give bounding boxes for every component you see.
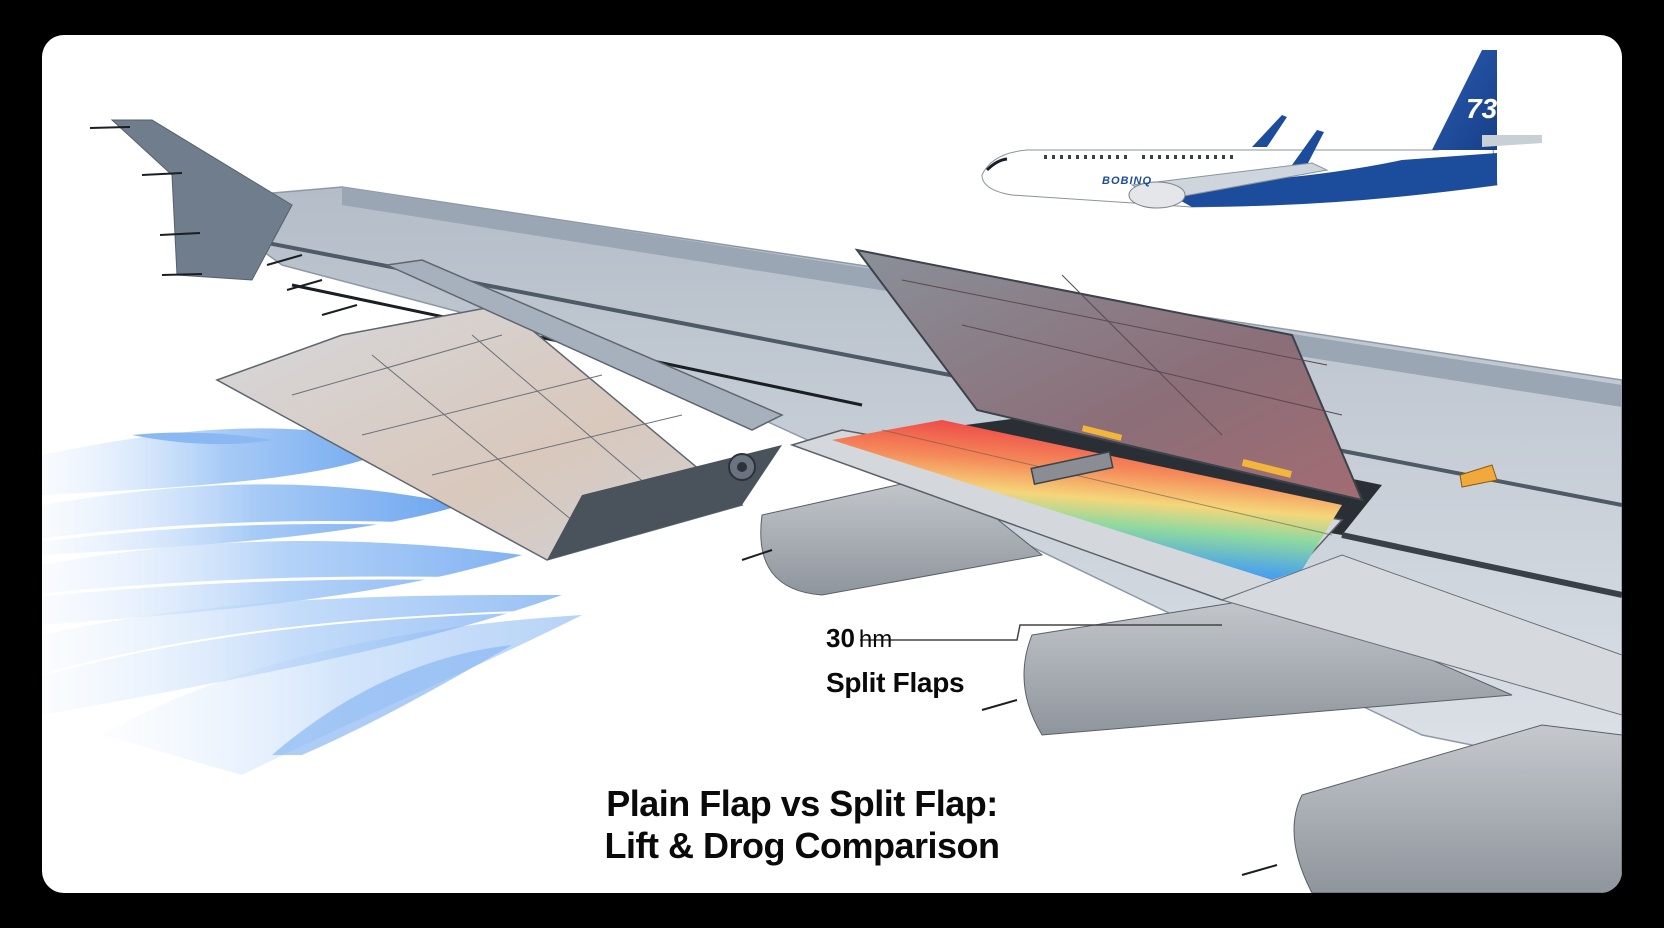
engine-nacelle-2 bbox=[1023, 594, 1513, 736]
diagram-title-line2: Lift & Drog Comparison bbox=[604, 825, 1000, 866]
wing-marker-orange bbox=[1459, 464, 1498, 488]
engine-nacelle-3 bbox=[1293, 724, 1622, 893]
flap-actuator-arm bbox=[1030, 450, 1114, 486]
callout-value: 30 bbox=[826, 623, 855, 653]
airflow-streamlines bbox=[42, 428, 603, 775]
aircraft-brand-text: BOBINQ bbox=[1102, 175, 1152, 187]
aircraft-engine bbox=[1128, 181, 1186, 209]
pressure-gradient-band bbox=[832, 420, 1342, 580]
aircraft-tail bbox=[1432, 50, 1497, 150]
split-flaps-label: Split Flaps bbox=[826, 667, 965, 698]
wing-flap-illustration bbox=[42, 50, 1622, 893]
spoiler-panel bbox=[854, 248, 1364, 502]
aircraft-silhouette bbox=[981, 50, 1542, 209]
callout-unit: hm bbox=[858, 626, 893, 653]
callout-line bbox=[860, 624, 1222, 641]
winglet bbox=[110, 119, 293, 281]
aircraft-tail-number: 73 bbox=[1466, 93, 1498, 124]
diagram-title-line1: Plain Flap vs Split Flap: bbox=[606, 783, 998, 824]
